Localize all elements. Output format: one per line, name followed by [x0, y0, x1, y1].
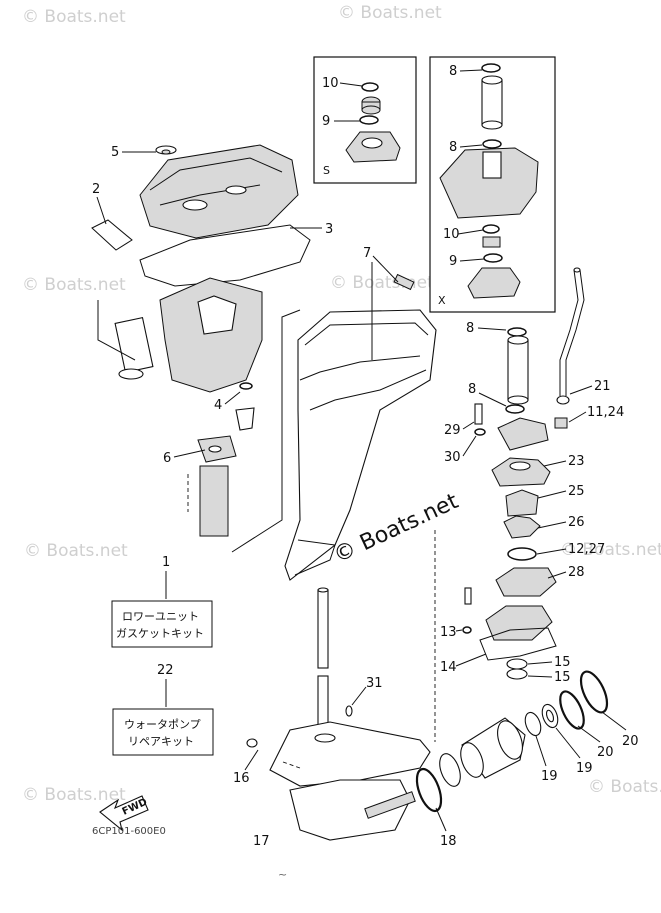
callout-11-24: 11,24: [587, 405, 624, 420]
callout-3: 3: [325, 222, 333, 237]
callout-4: 4: [214, 398, 222, 413]
gasket-3: [139, 224, 311, 287]
inset-x-callout-10: 10: [443, 227, 460, 242]
callout-19-b: 19: [576, 761, 593, 776]
callout-5: 5: [111, 145, 119, 160]
callout-21: 21: [594, 379, 611, 394]
watermarks: © Boats.net © Boats.net © Boats.net © Bo…: [22, 3, 661, 805]
water-pump-kit-line2: リペアキット: [128, 735, 194, 748]
callout-17: 17: [253, 834, 270, 849]
watermark-mid-right: © Boats.net: [330, 273, 434, 293]
callout-31: 31: [366, 676, 383, 691]
callout-15-a: 15: [554, 655, 571, 670]
inset-s: 10 9 S: [313, 56, 417, 184]
callout-20-a: 20: [597, 745, 614, 760]
inset-s-callout-10: 10: [322, 76, 339, 91]
bracket-upper: [231, 309, 301, 553]
watermark-bottom-right: © Boats.net: [588, 777, 661, 797]
callout-14: 14: [440, 660, 457, 675]
callout-8-b: 8: [468, 382, 476, 397]
watermark-top-right: © Boats.net: [338, 3, 442, 23]
callout-23: 23: [568, 454, 585, 469]
inset-x-callout-8-mid: 8: [449, 140, 457, 155]
upper-case-housing: [284, 273, 437, 581]
callout-25: 25: [568, 484, 585, 499]
callout-8-a: 8: [466, 321, 474, 336]
callout-15-b: 15: [554, 670, 571, 685]
gasket-2: [91, 219, 133, 251]
callout-20-b: 20: [622, 734, 639, 749]
callout-26: 26: [568, 515, 585, 530]
driveshaft: [317, 587, 329, 735]
seal-parts-4-6: [187, 382, 255, 537]
callout-22: 22: [157, 663, 174, 678]
prop-shaft-housing: [364, 670, 609, 819]
gasket-kit-box: ロワーユニット ガスケットキット: [111, 600, 213, 648]
water-tube: [554, 267, 585, 429]
inset-x: 8 8 10 9 X: [429, 56, 556, 313]
water-pump-kit-box: ウォータポンプ リペアキット: [112, 708, 214, 756]
callout-13: 13: [440, 625, 457, 640]
callout-12-27: 12,27: [568, 542, 605, 557]
callout-18: 18: [440, 834, 457, 849]
gasket-kit-line1: ロワーユニット: [122, 610, 199, 623]
diagram-code: 6CP101-600E0: [92, 826, 166, 837]
upper-casing: [139, 144, 299, 239]
inset-x-label: X: [438, 294, 446, 307]
watermark-bottom-left: © Boats.net: [22, 785, 126, 805]
water-pump-stack: [462, 327, 557, 680]
watermark-top-left: © Boats.net: [22, 7, 126, 27]
callout-2: 2: [92, 182, 100, 197]
callout-1: 1: [162, 555, 170, 570]
page-mark: ~: [278, 868, 287, 881]
callout-7: 7: [363, 246, 371, 261]
callout-6: 6: [163, 451, 171, 466]
inset-s-label: S: [323, 164, 330, 177]
inset-x-callout-9: 9: [449, 254, 457, 269]
callout-28: 28: [568, 565, 585, 580]
inset-s-callout-9: 9: [322, 114, 330, 129]
gearcase: [269, 705, 431, 841]
callout-19-a: 19: [541, 769, 558, 784]
watermark-low-left: © Boats.net: [24, 541, 128, 561]
watermark-low-right: © Boats.net: [560, 540, 661, 560]
callout-30: 30: [444, 450, 461, 465]
callout-29: 29: [444, 423, 461, 438]
water-pump-kit-line1: ウォータポンプ: [124, 718, 201, 731]
lower-casing: [114, 277, 263, 393]
fwd-arrow: FWD: [99, 795, 149, 832]
watermark-mid-left: © Boats.net: [22, 275, 126, 295]
inset-x-callout-8-top: 8: [449, 64, 457, 79]
callout-16: 16: [233, 771, 250, 786]
callouts: 5 2 3 7 4 6 1 22 31 16 17 18 8 8 21 11,2…: [92, 145, 639, 849]
bracket-left: [97, 300, 136, 361]
gasket-kit-line2: ガスケットキット: [116, 627, 204, 640]
